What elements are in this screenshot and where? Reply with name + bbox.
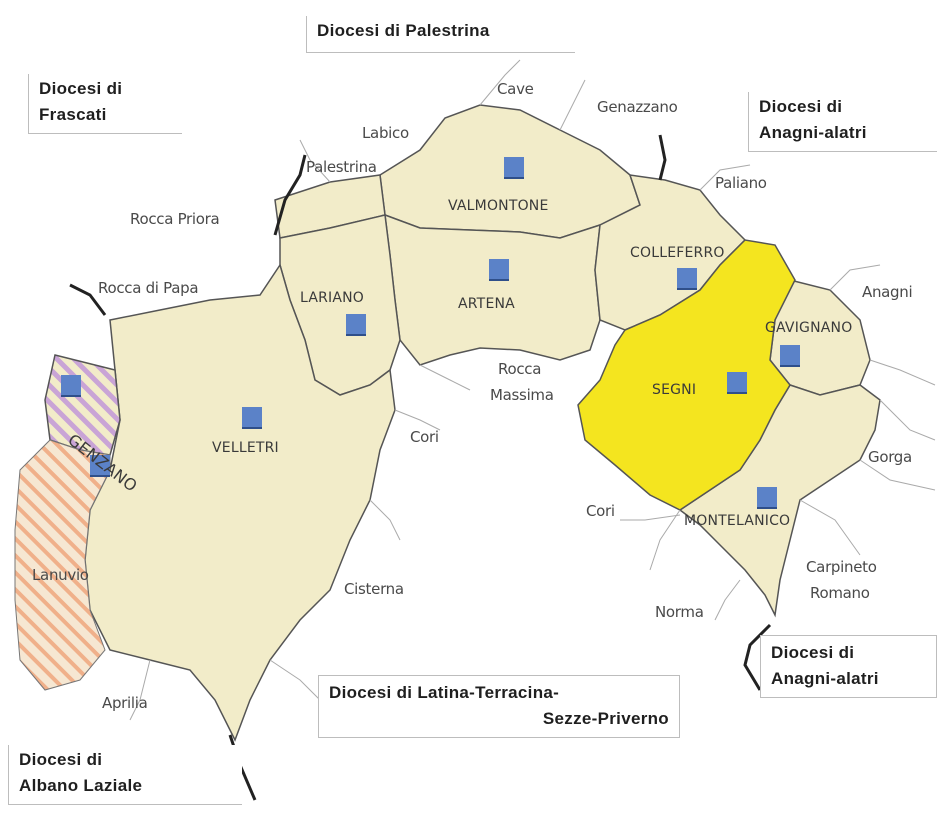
- place-carpineto-2: Romano: [810, 584, 870, 602]
- place-rocca-di-papa: Rocca di Papa: [98, 279, 199, 297]
- town-colleferro: Colleferro: [630, 245, 725, 261]
- place-gorga: Gorga: [868, 448, 912, 466]
- diocese-anagni-top-box: Diocesi di Anagni-alatri: [748, 92, 937, 152]
- area-lanuvio: [14, 439, 111, 691]
- place-aprilia: Aprilia: [102, 694, 148, 712]
- diocese-palestrina-label: Diocesi di Palestrina: [317, 21, 490, 40]
- town-marker-valmontone: [504, 157, 524, 179]
- town-marker-velletri: [242, 407, 262, 429]
- town-marker-colleferro: [677, 268, 697, 290]
- place-carpineto-1: Carpineto: [806, 558, 877, 576]
- town-montelanico: Montelanico: [684, 513, 791, 529]
- boundary-east: [658, 134, 667, 181]
- town-marker-gavignano: [780, 345, 800, 367]
- town-marker-segni: [727, 372, 747, 394]
- place-palestrina: Palestrina: [306, 158, 377, 176]
- diocese-latina-box: Diocesi di Latina-Terracina- Sezze-Prive…: [318, 675, 680, 738]
- place-genazzano: Genazzano: [597, 98, 678, 116]
- diocese-albano-line1: Diocesi di: [19, 750, 103, 769]
- place-rocca-massima-1: Rocca: [498, 360, 542, 378]
- area-segni: [577, 239, 796, 511]
- place-norma: Norma: [655, 603, 704, 621]
- town-marker-genzano-north: [61, 375, 81, 397]
- place-cisterna: Cisterna: [344, 580, 404, 598]
- place-lanuvio: Lanuvio: [32, 566, 89, 584]
- diocese-frascati-line2: Frascati: [39, 105, 107, 125]
- town-valmontone: Valmontone: [448, 198, 549, 214]
- place-rocca-priora: Rocca Priora: [130, 210, 220, 228]
- diocese-latina-line1: Diocesi di Latina-Terracina-: [329, 683, 560, 702]
- diocese-anagni-bottom-line2: Anagni-alatri: [771, 669, 879, 689]
- place-cori-south: Cori: [586, 502, 615, 520]
- boundary-west: [69, 283, 107, 316]
- diocese-albano-box: Diocesi di Albano Laziale: [8, 745, 242, 805]
- town-velletri: Velletri: [212, 440, 279, 456]
- diocese-frascati-box: Diocesi di Frascati: [28, 74, 182, 134]
- town-marker-genzano-south: [90, 455, 110, 477]
- place-rocca-massima-2: Massima: [490, 386, 554, 404]
- place-cori-east: Cori: [410, 428, 439, 446]
- place-labico: Labico: [362, 124, 409, 142]
- diocese-anagni-top-line1: Diocesi di: [759, 97, 843, 116]
- diocese-frascati-line1: Diocesi di: [39, 79, 123, 98]
- diocese-anagni-bottom-line1: Diocesi di: [771, 643, 855, 662]
- diocese-anagni-top-line2: Anagni-alatri: [759, 123, 867, 143]
- town-artena: Artena: [458, 296, 515, 312]
- town-marker-artena: [489, 259, 509, 281]
- diocese-anagni-bottom-box: Diocesi di Anagni-alatri: [760, 635, 937, 698]
- place-anagni: Anagni: [862, 283, 913, 301]
- town-gavignano: Gavignano: [765, 320, 853, 336]
- town-lariano: Lariano: [300, 290, 365, 306]
- town-marker-montelanico: [757, 487, 777, 509]
- place-cave: Cave: [497, 80, 534, 98]
- boundary-north: [273, 154, 307, 236]
- area-artena: [384, 213, 601, 366]
- town-marker-lariano: [346, 314, 366, 336]
- town-segni: Segni: [652, 382, 697, 398]
- diocese-palestrina-box: Diocesi di Palestrina: [306, 16, 575, 53]
- diocese-albano-line2: Albano Laziale: [19, 776, 143, 796]
- diocese-latina-line2: Sezze-Priverno: [542, 709, 669, 729]
- place-paliano: Paliano: [715, 174, 767, 192]
